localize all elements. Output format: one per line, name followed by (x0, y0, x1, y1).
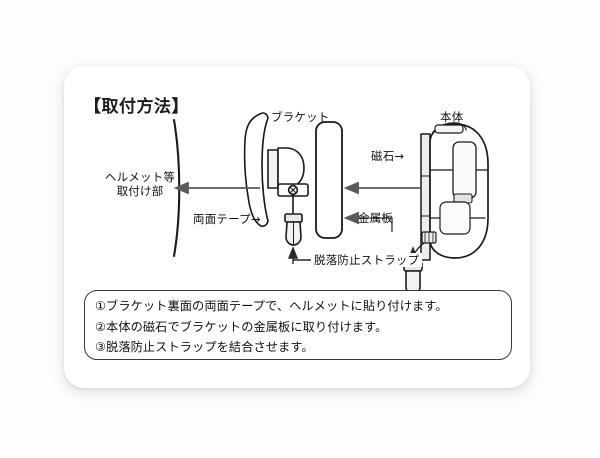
body-lower-panel (439, 201, 471, 235)
instructions-list: ①ブラケット裏面の両面テープで、ヘルメットに貼り付けます。 ②本体の磁石でブラケ… (95, 296, 515, 358)
label-magnet: 磁石→ (371, 149, 404, 163)
label-tape-text: 両面テープ (193, 212, 251, 226)
metal-plate-elbow (358, 217, 393, 232)
bracket-neck-plate (267, 149, 279, 189)
magnet-arrow-glyph: → (394, 149, 405, 163)
label-helmet-line2: 取付け部 (116, 184, 164, 198)
label-helmet-line1: ヘルメット等 (104, 170, 176, 184)
body-window (452, 141, 477, 199)
instructions-box (84, 290, 512, 360)
instruction-line-3: ③脱落防止ストラップを結合させます。 (95, 340, 314, 354)
instruction-line-2: ②本体の磁石でブラケットの金属板に取り付けます。 (95, 319, 388, 334)
body-top-tab (434, 124, 464, 134)
tape-arrow-glyph: → (250, 212, 261, 226)
joint-screw-cross (289, 186, 297, 194)
label-strap: 脱落防止ストラップ (311, 253, 423, 267)
bracket-pad-inner-edge (261, 117, 269, 222)
label-metal-plate: 金属板 (358, 211, 394, 225)
label-magnet-text: 磁石 (371, 149, 395, 163)
label-double-sided-tape: 両面テープ→ (193, 212, 261, 226)
metal-plate-arrow-head (343, 211, 359, 225)
label-bracket: ブラケット (271, 110, 330, 124)
metal-plate (315, 121, 343, 239)
label-helmet-mount: ヘルメット等 取付け部 (95, 170, 185, 198)
label-main-body: 本体 (440, 110, 464, 124)
strap-plug-left (284, 213, 303, 246)
mounting-diagram (172, 112, 489, 294)
page-title: 【取付方法】 (84, 97, 189, 117)
main-body-device (403, 122, 489, 294)
assembly-arrow-head (343, 181, 359, 195)
instruction-line-1: ①ブラケット裏面の両面テープで、ヘルメットに貼り付けます。 (95, 299, 448, 313)
helmet-arrow-head (173, 181, 189, 195)
